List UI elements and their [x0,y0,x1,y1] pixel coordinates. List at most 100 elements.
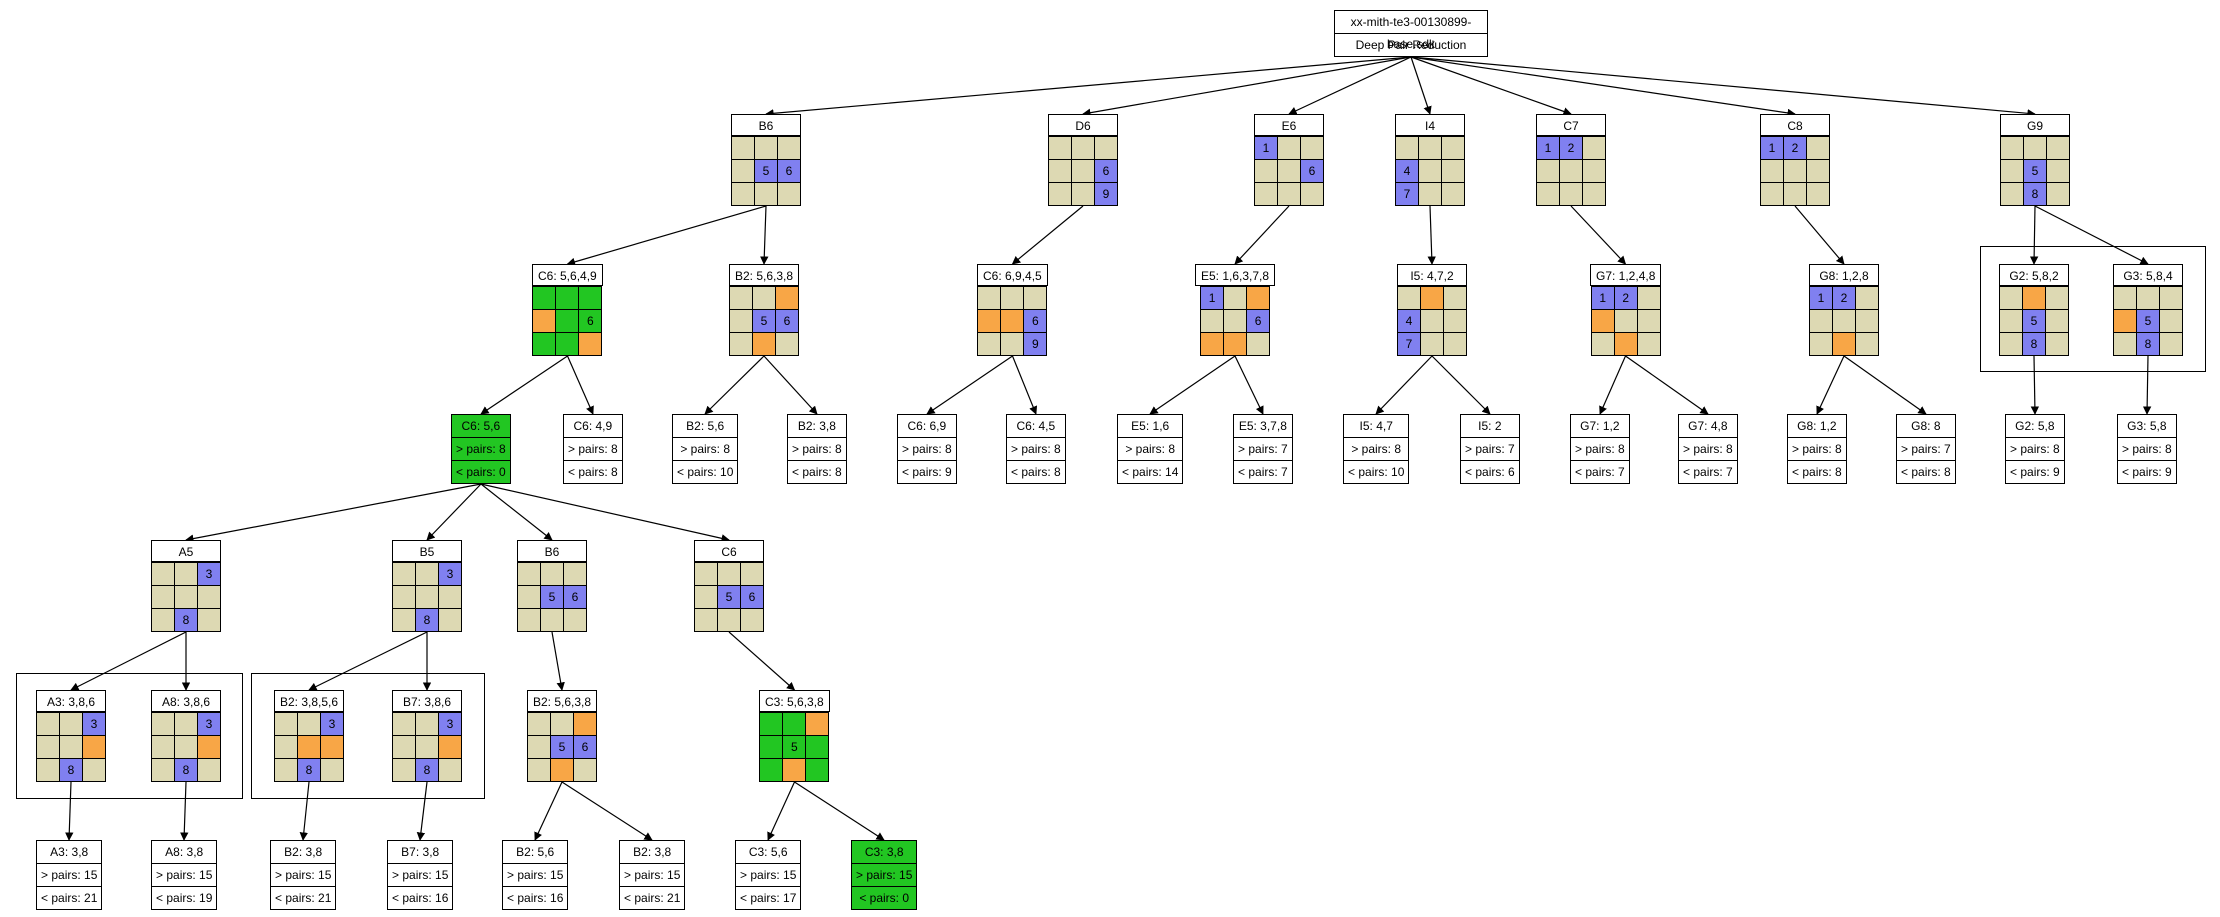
board-cell [2137,287,2159,309]
board-cell [393,713,415,735]
board-cell [556,310,579,332]
result-lt-pairs: < pairs: 8 [1007,460,1065,483]
gt-value: 15 [550,868,564,882]
lt-label: < pairs: [1465,465,1505,479]
gt-value: 8 [1394,442,1402,456]
lt-value: 21 [318,891,332,905]
result-gt-pairs: > pairs: 15 [736,863,801,886]
board-cell [2023,287,2045,309]
board-cell [776,333,799,355]
board-cell [152,563,174,585]
board-title: E5: 1,6,3,7,8 [1195,264,1276,286]
board-cell [1444,310,1466,332]
board-cell [1637,333,1660,355]
board-cell [574,759,597,781]
gt-value: 8 [835,442,842,456]
edge-c6a-to-c6_56 [480,355,568,415]
lt-value: 10 [720,465,734,479]
board-title: C8 [1760,114,1830,136]
board-cell: 8 [2023,333,2045,355]
edge-root-to-b6a [765,56,1412,118]
board-cell: 6 [579,310,602,332]
result-node-i5_2: I5: 2> pairs: 7< pairs: 6 [1460,414,1520,484]
gt-label: > pairs: [740,868,780,882]
board-cell: 6 [1301,160,1323,182]
gt-label: > pairs: [902,442,942,456]
board-cell: 5 [541,586,563,608]
lt-label: < pairs: [568,465,608,479]
board-cell: 8 [416,609,438,631]
gt-label: > pairs: [1238,442,1278,456]
board-cell [564,609,586,631]
board-cell [1001,287,1024,309]
board-cell [783,759,806,781]
result-node-c6_56: C6: 5,6> pairs: 8< pairs: 0 [451,414,511,484]
lt-value: 16 [550,891,564,905]
edge-root-to-c8 [1410,56,1796,118]
board-cell [2047,160,2069,182]
board-cell [2001,160,2023,182]
board-cell [1419,183,1441,205]
result-gt-pairs: > pairs: 8 [2006,437,2064,460]
board-cell [83,736,105,758]
edge-i5-to-i5_2 [1431,355,1491,415]
result-node-b2_38: B2: 3,8> pairs: 8< pairs: 8 [787,414,847,484]
gt-value: 7 [1281,442,1288,456]
board-cell [393,759,415,781]
gt-label: > pairs: [1792,442,1832,456]
board-cell: 8 [60,759,82,781]
result-gt-pairs: > pairs: 15 [271,863,336,886]
board-cell [778,183,800,205]
edge-root-to-d6 [1082,56,1412,117]
board-title: C7 [1536,114,1606,136]
board-cell [551,713,574,735]
board-cell: 5 [2023,310,2045,332]
lt-label: < pairs: [1683,465,1723,479]
gt-value: 8 [723,442,731,456]
board-cell: 9 [1024,333,1047,355]
board-title: G7: 1,2,4,8 [1590,264,1662,286]
gt-label: > pairs: [1683,442,1723,456]
result-lt-pairs: < pairs: 10 [673,460,738,483]
cluster-g2-g3 [1980,246,2206,372]
board-cell [806,736,829,758]
board-cell [198,736,220,758]
board-title: G8: 1,2,8 [1809,264,1879,286]
board-cell [2046,287,2068,309]
board-cell [275,736,298,758]
board-cell [1637,287,1660,309]
board-cell [2000,333,2022,355]
board-cell [1072,137,1094,159]
edge-c6_56-to-a5 [185,483,482,543]
gt-value: 8 [945,442,952,456]
lt-label: < pairs: [2122,465,2162,479]
board-cell [1583,183,1605,205]
board-cell [564,563,586,585]
board-title: B2: 3,8,5,6 [274,690,345,712]
board-cell [2160,310,2182,332]
result-title: C6: 6,9 [907,419,947,433]
gt-value: 8 [1168,442,1176,456]
result-gt-pairs: > pairs: 8 [1344,437,1409,460]
board-cell [1224,333,1247,355]
board-cell [695,586,717,608]
result-gt-pairs: > pairs: 15 [388,863,453,886]
board-cell [1807,183,1829,205]
gt-label: > pairs: [568,442,608,456]
edge-e6-to-e5 [1234,205,1290,265]
board-cell [730,287,753,309]
board-cell: 4 [1396,160,1418,182]
board-cell [783,713,806,735]
result-lt-pairs: < pairs: 7 [1234,460,1292,483]
board-cell [1560,160,1582,182]
result-lt-pairs: < pairs: 8 [564,460,622,483]
result-gt-pairs: > pairs: 7 [1234,437,1292,460]
lt-label: < pairs: [1348,465,1388,479]
